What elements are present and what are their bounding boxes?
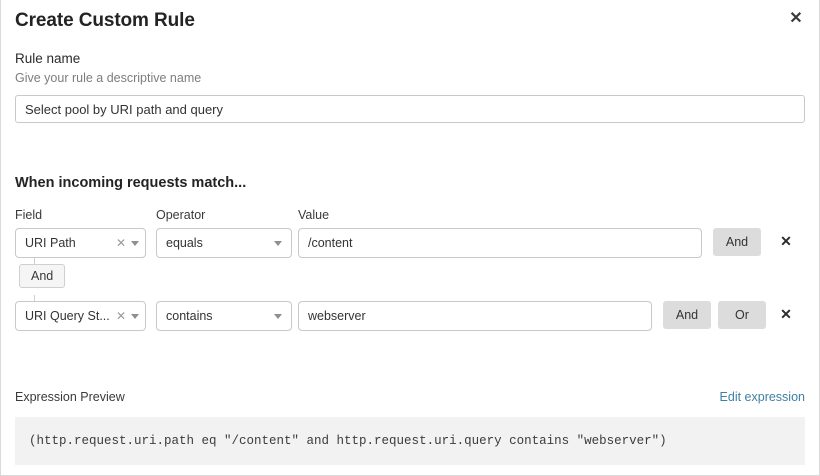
close-icon[interactable]: ✕ bbox=[785, 8, 807, 30]
or-button-2[interactable]: Or bbox=[718, 301, 766, 329]
remove-condition-2-icon[interactable]: ✕ bbox=[775, 303, 797, 325]
page-title: Create Custom Rule bbox=[15, 10, 195, 31]
operator-select-2-value: contains bbox=[166, 309, 213, 323]
rule-name-help: Give your rule a descriptive name bbox=[15, 71, 202, 85]
conditions-list: URI Path ✕ equals And ✕ And URI Query St… bbox=[15, 228, 805, 331]
clear-icon[interactable]: ✕ bbox=[115, 309, 126, 323]
value-input-2[interactable] bbox=[298, 301, 652, 331]
chevron-down-icon bbox=[131, 240, 139, 246]
column-header-operator: Operator bbox=[156, 208, 206, 222]
operator-select-1-value: equals bbox=[166, 236, 203, 250]
operator-select-2[interactable]: contains bbox=[156, 301, 292, 331]
value-input-1[interactable] bbox=[298, 228, 702, 258]
and-button-2[interactable]: And bbox=[663, 301, 711, 329]
field-select-1-value: URI Path bbox=[25, 236, 76, 250]
match-section-title: When incoming requests match... bbox=[15, 175, 247, 191]
condition-connector: And bbox=[15, 258, 146, 301]
rule-name-input[interactable] bbox=[15, 95, 805, 123]
operator-select-1[interactable]: equals bbox=[156, 228, 292, 258]
connector-and-button[interactable]: And bbox=[19, 264, 66, 288]
condition-row: URI Path ✕ equals And ✕ And bbox=[15, 228, 805, 301]
clear-icon[interactable]: ✕ bbox=[115, 236, 126, 250]
expression-preview-code: (http.request.uri.path eq "/content" and… bbox=[15, 417, 805, 465]
chevron-down-icon bbox=[131, 313, 139, 319]
dialog-header: Create Custom Rule ✕ bbox=[15, 8, 805, 40]
chevron-down-icon bbox=[274, 313, 282, 319]
connector-line-bottom bbox=[34, 295, 35, 301]
field-select-1[interactable]: URI Path ✕ bbox=[15, 228, 146, 258]
expression-preview-label: Expression Preview bbox=[15, 390, 125, 404]
field-select-2-value: URI Query St... bbox=[25, 309, 110, 323]
remove-condition-1-icon[interactable]: ✕ bbox=[775, 230, 797, 252]
column-header-value: Value bbox=[298, 208, 330, 222]
edit-expression-link[interactable]: Edit expression bbox=[719, 390, 805, 404]
field-select-2[interactable]: URI Query St... ✕ bbox=[15, 301, 146, 331]
condition-column-headers: Field Operator Value bbox=[15, 206, 805, 224]
expression-preview-header: Expression Preview Edit expression bbox=[15, 388, 805, 408]
and-button-1[interactable]: And bbox=[713, 228, 761, 256]
chevron-down-icon bbox=[274, 240, 282, 246]
column-header-field: Field bbox=[15, 208, 43, 222]
expression-preview-section: Expression Preview Edit expression (http… bbox=[15, 388, 805, 465]
rule-name-label: Rule name bbox=[15, 51, 81, 66]
connector-line-top bbox=[34, 258, 35, 264]
condition-row: URI Query St... ✕ contains And Or ✕ bbox=[15, 301, 805, 331]
rule-name-block: Rule name Give your rule a descriptive n… bbox=[15, 50, 805, 123]
